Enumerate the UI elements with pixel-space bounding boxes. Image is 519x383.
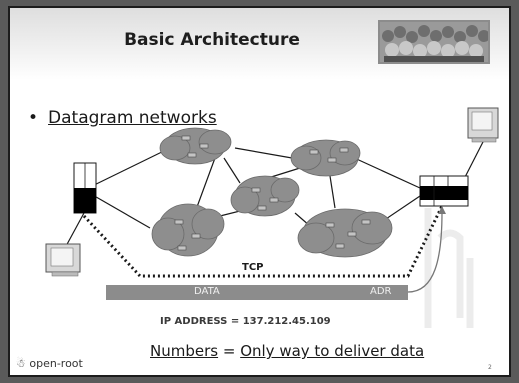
ip-address-label: IP ADDRESS = 137.212.45.109: [160, 316, 331, 327]
cloud-top-left: [159, 127, 232, 165]
crowd-photo: [378, 20, 490, 64]
slide-title: Basic Architecture: [124, 30, 300, 50]
packet-data-label: DATA: [194, 286, 220, 297]
adr-arrow-head: [438, 206, 446, 214]
computer-left-icon: [45, 243, 81, 277]
numbers-caption: Numbers = Only way to deliver data: [150, 342, 424, 360]
packet-bar: DATA ADR: [106, 285, 408, 300]
equals-sign: =: [218, 342, 241, 360]
computer-right-icon: [467, 107, 499, 143]
page-number: 2: [488, 364, 492, 371]
cloud-group: [151, 127, 393, 258]
open-root-logo-text: open-root: [29, 357, 83, 370]
slide: Basic Architecture • Datagram networks: [8, 6, 511, 377]
adr-arrow: [407, 211, 443, 293]
tcp-path: [82, 205, 444, 278]
cloud-center: [230, 175, 300, 217]
network-diagram: [45, 107, 499, 328]
watermark-icon: [424, 208, 474, 328]
cloud-nodes: [174, 135, 371, 251]
bullet-dot: •: [28, 108, 39, 128]
open-root-logo: ☃ open-root: [16, 357, 83, 370]
packet-adr-label: ADR: [370, 286, 392, 297]
tcp-label: TCP: [242, 262, 264, 273]
right-router-icon: [419, 175, 469, 207]
numbers-word: Numbers: [150, 342, 219, 360]
cloud-bottom-right: [297, 208, 393, 258]
cloud-top-right: [290, 139, 361, 177]
only-way-text: Only way to deliver data: [240, 342, 425, 360]
left-router-icon: [73, 162, 97, 214]
bullet-item: • Datagram networks: [28, 108, 217, 128]
open-root-logo-icon: ☃: [16, 357, 26, 370]
cloud-bottom-left: [151, 203, 225, 257]
bullet-text: Datagram networks: [48, 108, 217, 128]
